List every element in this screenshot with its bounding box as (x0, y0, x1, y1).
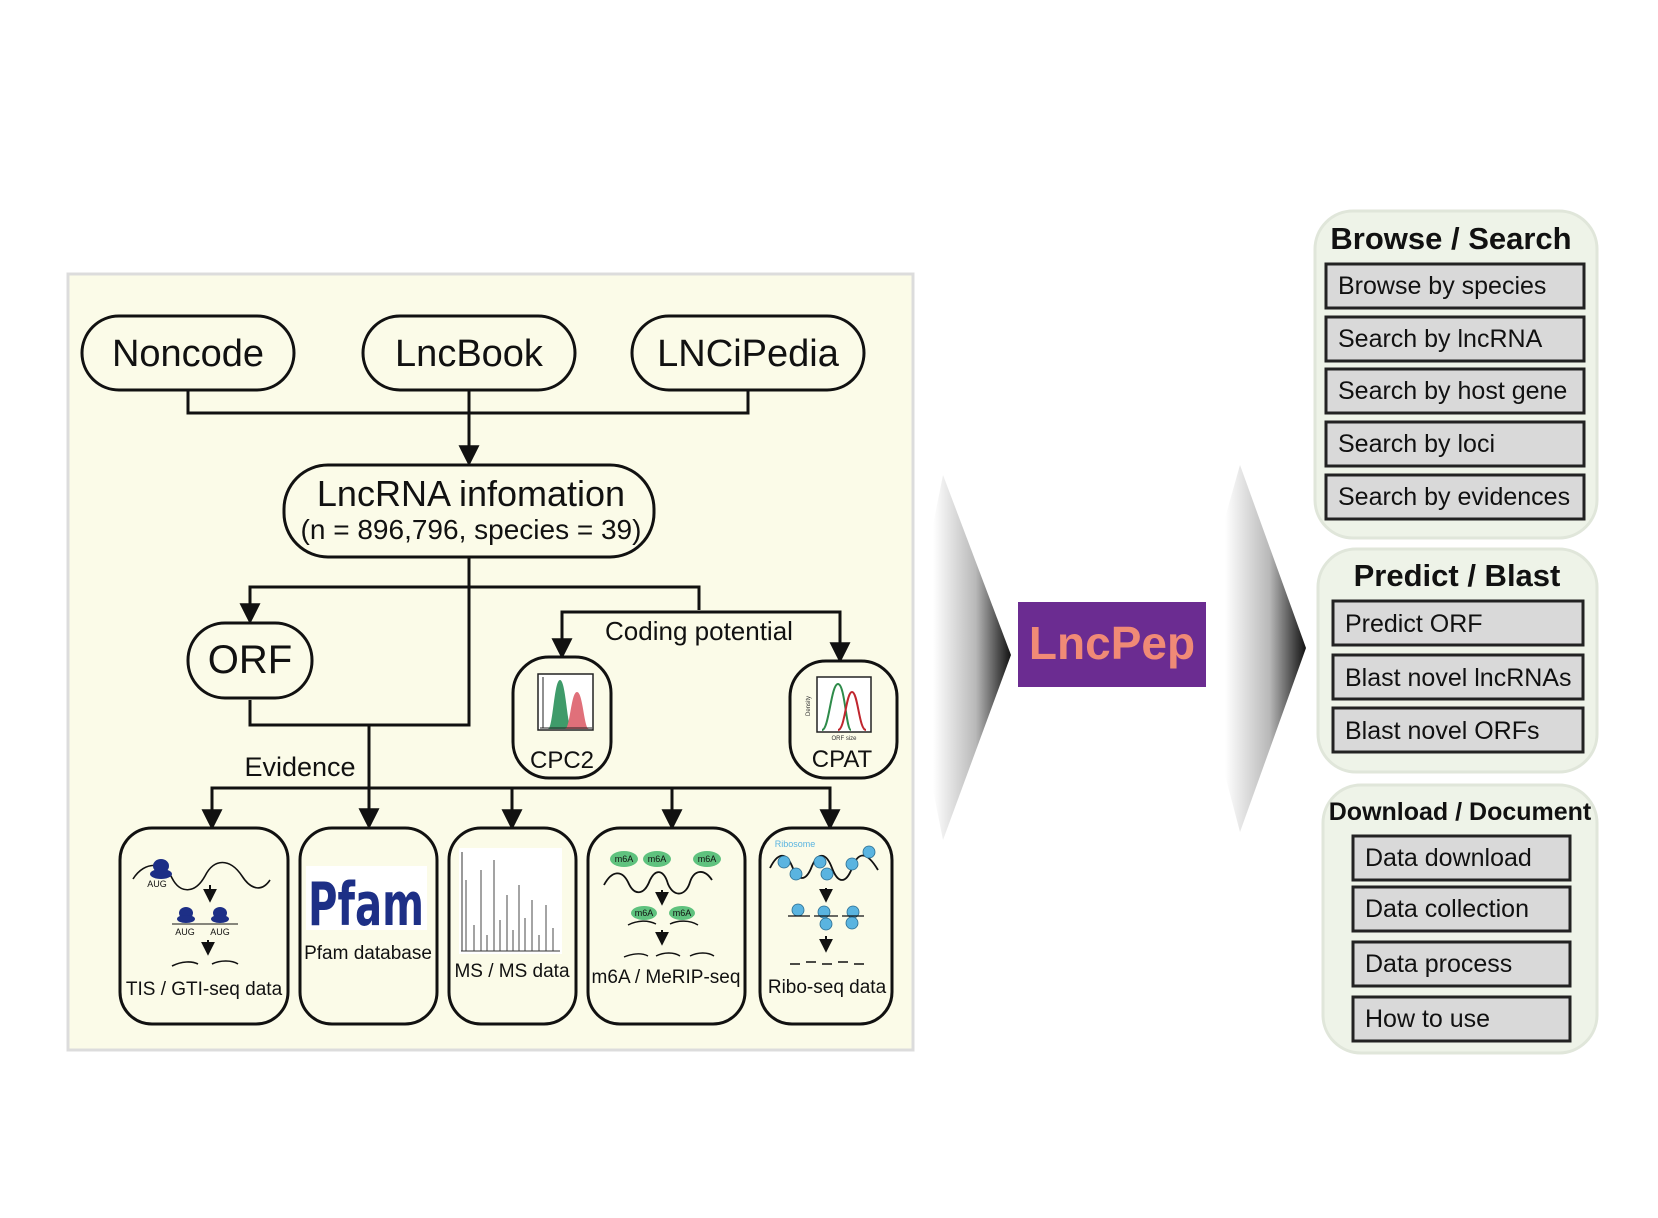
menu-label: Search by lncRNA (1338, 325, 1543, 353)
menu-label: Browse by species (1338, 272, 1546, 300)
cpc2-node: CPC2 (511, 655, 613, 780)
evidence-label-m6a: m6A / MeRIP-seq (592, 967, 741, 988)
evidence-box-ms: MS / MS data (447, 826, 578, 1026)
pfam-logo-text: Pfam (308, 870, 424, 940)
search-by-host-gene-button[interactable]: Search by host gene (1324, 367, 1586, 415)
panel-browse-search: Browse / Search Browse by species Search… (1313, 209, 1599, 540)
lncpep-logo: LncPep (1018, 602, 1206, 687)
menu-label: Data collection (1365, 895, 1529, 923)
m6a-label: m6A (698, 854, 717, 864)
data-download-button[interactable]: Data download (1351, 834, 1572, 882)
panel-title-browse: Browse / Search (1330, 221, 1571, 256)
cpat-axis-label: Density (806, 696, 812, 716)
aug-label: AUG (175, 927, 195, 937)
evidence-label-pfam: Pfam database (304, 943, 432, 964)
panel-download-document: Download / Document Data download Data c… (1321, 783, 1599, 1055)
cpc2-label: CPC2 (530, 747, 594, 774)
evidence-box-pfam: Pfam Pfam database (298, 826, 439, 1026)
orf-label: ORF (208, 638, 292, 682)
source-connectors (186, 390, 750, 467)
ribosome-label: Ribosome (775, 839, 816, 849)
search-by-loci-button[interactable]: Search by loci (1324, 420, 1586, 468)
menu-label: Blast novel ORFs (1345, 717, 1540, 745)
source-label: Noncode (112, 333, 264, 375)
m6a-label: m6A (635, 908, 654, 918)
predict-orf-button[interactable]: Predict ORF (1331, 599, 1585, 647)
flow-panel: Noncode LncBook LNCiPedia LncRNA infomat… (66, 272, 915, 1052)
info-subtitle: (n = 896,796, species = 39) (301, 514, 642, 545)
m6a-label: m6A (673, 908, 692, 918)
menu-label: Search by host gene (1338, 377, 1567, 405)
data-collection-button[interactable]: Data collection (1351, 885, 1572, 933)
evidence-label-tis: TIS / GTI-seq data (126, 979, 283, 1000)
evidence-label: Evidence (244, 752, 355, 782)
panel-predict-blast: Predict / Blast Predict ORF Blast novel … (1316, 547, 1599, 774)
aug-label: AUG (147, 879, 167, 889)
panel-title-download: Download / Document (1329, 798, 1592, 826)
ribosome-profiling-icon: Ribosome (769, 839, 879, 965)
evidence-connectors (201, 725, 841, 831)
menu-label: Blast novel lncRNAs (1345, 664, 1571, 692)
blast-novel-lncrnas-button[interactable]: Blast novel lncRNAs (1331, 653, 1585, 701)
source-node-lncipedia: LNCiPedia (630, 314, 866, 392)
data-process-button[interactable]: Data process (1351, 940, 1572, 988)
source-label: LncBook (395, 333, 544, 375)
evidence-box-ribo: Ribosome (758, 826, 894, 1026)
cpc2-chart-icon (537, 673, 594, 731)
menu-label: Data download (1365, 844, 1532, 872)
menu-label: Data process (1365, 950, 1512, 978)
source-label: LNCiPedia (657, 333, 840, 375)
how-to-use-button[interactable]: How to use (1351, 995, 1572, 1043)
menu-label: How to use (1365, 1005, 1490, 1033)
cpat-node: ORF size Density CPAT (788, 659, 899, 780)
panel-title-predict: Predict / Blast (1354, 558, 1561, 593)
menu-label: Search by evidences (1338, 483, 1570, 511)
mass-spectrum-icon (459, 848, 562, 954)
m6a-label: m6A (648, 854, 667, 864)
browse-by-species-button[interactable]: Browse by species (1324, 262, 1586, 310)
lncrna-info-node: LncRNA infomation (n = 896,796, species … (282, 463, 656, 559)
source-node-noncode: Noncode (80, 314, 296, 392)
chevron-arrow-left (933, 475, 1011, 840)
menu-label: Search by loci (1338, 430, 1495, 458)
m6a-rna-icon: m6A m6A m6A m6A m6A (603, 851, 721, 958)
evidence-label-ribo: Ribo-seq data (768, 977, 887, 998)
lncpep-logo-text: LncPep (1029, 617, 1195, 669)
evidence-label-ms: MS / MS data (454, 961, 570, 982)
info-title: LncRNA infomation (317, 473, 625, 514)
evidence-box-tis-gti: AUG AUG AUG TIS / GTI-seq data (118, 826, 290, 1026)
chevron-arrow-right (1225, 465, 1306, 832)
source-node-lncbook: LncBook (361, 314, 577, 392)
info-connectors (239, 557, 851, 727)
cpat-axis-label: ORF size (831, 736, 857, 742)
ribosome-aug-icon: AUG AUG AUG (132, 859, 271, 967)
cpat-label: CPAT (812, 746, 873, 773)
aug-label: AUG (210, 927, 230, 937)
pfam-logo: Pfam (306, 866, 427, 940)
menu-label: Predict ORF (1345, 610, 1483, 638)
evidence-box-m6a: m6A m6A m6A m6A m6A m6A / MeRIP-seq (586, 826, 747, 1026)
coding-potential-label: Coding potential (605, 616, 793, 646)
search-by-lncrna-button[interactable]: Search by lncRNA (1324, 315, 1586, 363)
m6a-label: m6A (615, 854, 634, 864)
search-by-evidences-button[interactable]: Search by evidences (1324, 473, 1586, 521)
blast-novel-orfs-button[interactable]: Blast novel ORFs (1331, 706, 1585, 754)
cpat-chart-icon: ORF size Density (806, 676, 872, 742)
orf-node: ORF (186, 621, 314, 700)
